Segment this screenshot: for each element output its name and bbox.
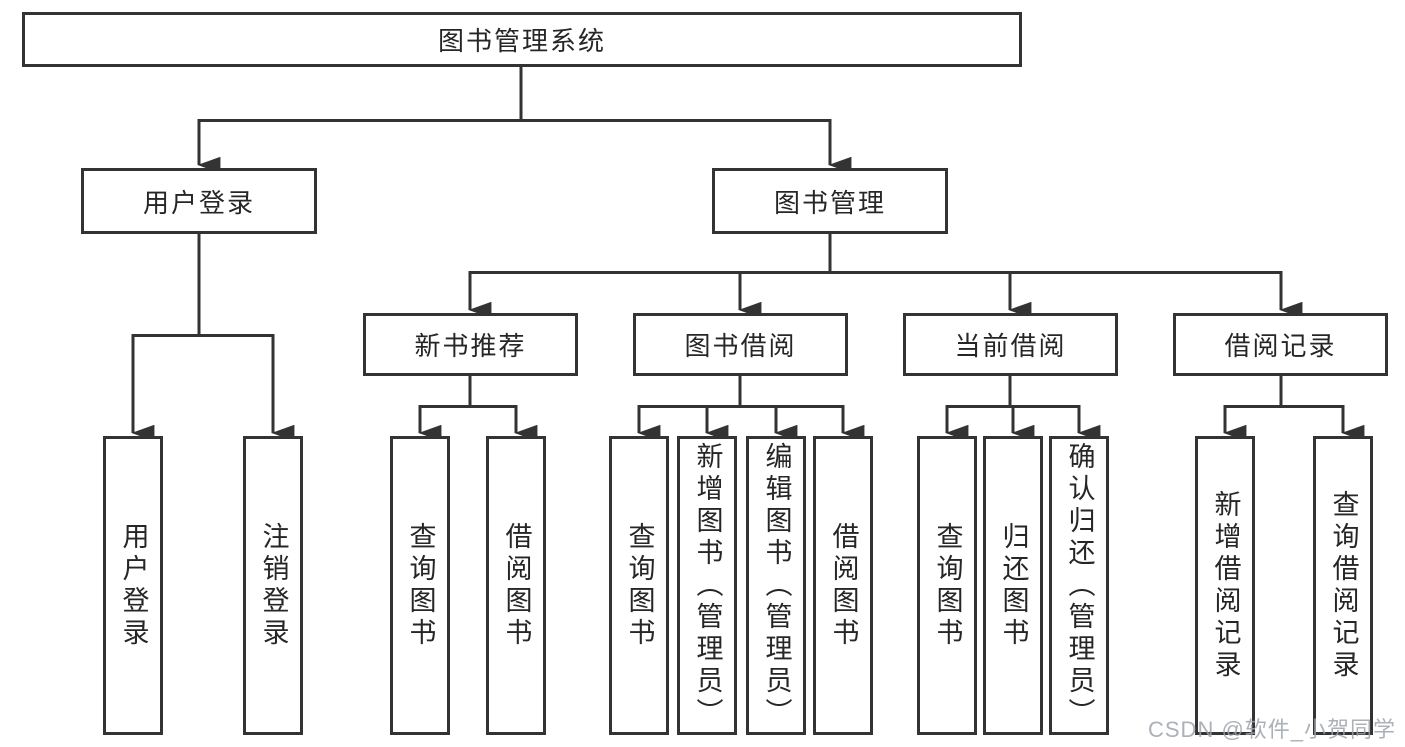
node-book-management: 图书管理: [712, 168, 948, 234]
node-new-book-recommend-label: 新书推荐: [414, 331, 527, 361]
node-borrow-records: 借阅记录: [1173, 313, 1388, 376]
node-current-return-books-label: 归还图书: [998, 521, 1029, 650]
node-borrow-records-label: 借阅记录: [1224, 331, 1337, 361]
node-borrow-query-books: 查询图书: [609, 436, 669, 735]
node-recommend-query-books: 查询图书: [390, 436, 450, 735]
node-current-return-books: 归还图书: [983, 436, 1043, 735]
node-book-management-label: 图书管理: [773, 187, 886, 218]
node-user-login-leaf: 用户登录: [103, 436, 163, 735]
node-borrow-add-book-admin: 新增图书（管理员）: [677, 436, 737, 735]
node-borrow-add-book-admin-label: 新增图书（管理员）: [692, 441, 723, 730]
node-borrow-edit-book-admin: 编辑图书（管理员）: [746, 436, 806, 735]
node-book-borrow: 图书借阅: [633, 313, 848, 376]
node-library-system-label: 图书管理系统: [437, 26, 606, 56]
node-borrow-query-books-label: 查询图书: [624, 521, 655, 650]
node-current-borrow: 当前借阅: [903, 313, 1118, 376]
node-records-add-record: 新增借阅记录: [1195, 436, 1255, 735]
node-current-query-books: 查询图书: [917, 436, 977, 735]
node-recommend-borrow-books: 借阅图书: [486, 436, 546, 735]
node-book-borrow-label: 图书借阅: [684, 331, 797, 361]
node-logout: 注销登录: [243, 436, 303, 735]
node-user-login-leaf-label: 用户登录: [118, 521, 149, 650]
node-records-query-record-label: 查询借阅记录: [1328, 489, 1359, 682]
node-current-confirm-return-admin: 确认归还（管理员）: [1049, 436, 1109, 735]
node-recommend-borrow-books-label: 借阅图书: [501, 521, 532, 650]
node-logout-label: 注销登录: [258, 521, 289, 650]
node-current-query-books-label: 查询图书: [932, 521, 963, 650]
node-borrow-borrow-books: 借阅图书: [813, 436, 873, 735]
node-current-borrow-label: 当前借阅: [954, 331, 1067, 361]
node-records-query-record: 查询借阅记录: [1313, 436, 1373, 735]
node-records-add-record-label: 新增借阅记录: [1210, 489, 1241, 682]
node-user-login: 用户登录: [81, 168, 317, 234]
node-user-login-label: 用户登录: [142, 187, 255, 218]
node-borrow-borrow-books-label: 借阅图书: [828, 521, 859, 650]
node-borrow-edit-book-admin-label: 编辑图书（管理员）: [761, 441, 792, 730]
node-recommend-query-books-label: 查询图书: [405, 521, 436, 650]
csdn-watermark: CSDN @软件_小贺同学: [1148, 717, 1397, 742]
node-current-confirm-return-admin-label: 确认归还（管理员）: [1064, 441, 1095, 730]
node-new-book-recommend: 新书推荐: [363, 313, 578, 376]
node-library-system: 图书管理系统: [22, 12, 1022, 67]
